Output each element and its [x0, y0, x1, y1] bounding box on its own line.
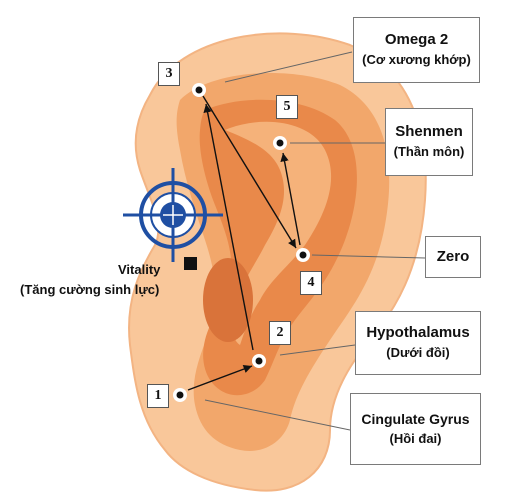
- acupoint-4: [296, 248, 310, 262]
- point-number-4: 4: [300, 271, 322, 295]
- acupoints: [173, 83, 310, 402]
- point-number-5: 5: [276, 95, 298, 119]
- omega2-name: Omega 2: [384, 31, 449, 48]
- shenmen-name: Shenmen: [395, 123, 463, 140]
- point-number-2: 2: [269, 321, 291, 345]
- shenmen-label-box: Shenmen (Thần môn): [385, 108, 473, 176]
- point-number-1: 1: [147, 384, 169, 408]
- hypothalamus-sub: (Dưới đồi): [386, 345, 450, 360]
- point-arrows: [187, 95, 301, 391]
- omega2-label-box: Omega 2 (Cơ xương khớp): [353, 17, 480, 83]
- hypothalamus-name: Hypothalamus: [366, 324, 470, 341]
- acupoint-5: [273, 136, 287, 150]
- hypothalamus-label-box: Hypothalamus (Dưới đồi): [355, 311, 481, 375]
- acupoint-2: [252, 354, 266, 368]
- ear-canal-shape: [203, 258, 253, 342]
- vitality-target-icon: [123, 168, 223, 262]
- point-number-3: 3: [158, 62, 180, 86]
- shenmen-sub: (Thần môn): [393, 144, 465, 159]
- acupoint-1: [173, 388, 187, 402]
- vitality-marker: [184, 257, 197, 270]
- vitality-sub: (Tăng cường sinh lực): [20, 282, 160, 297]
- omega2-sub: (Cơ xương khớp): [362, 52, 471, 67]
- cingulate-label-box: Cingulate Gyrus (Hồi đai): [350, 393, 481, 465]
- zero-label-box: Zero: [425, 236, 481, 278]
- vitality-name: Vitality: [118, 262, 161, 277]
- cingulate-name: Cingulate Gyrus: [361, 411, 470, 427]
- leader-lines: [204, 51, 426, 431]
- acupoint-3: [192, 83, 206, 97]
- cingulate-sub: (Hồi đai): [389, 431, 442, 446]
- zero-name: Zero: [436, 248, 470, 265]
